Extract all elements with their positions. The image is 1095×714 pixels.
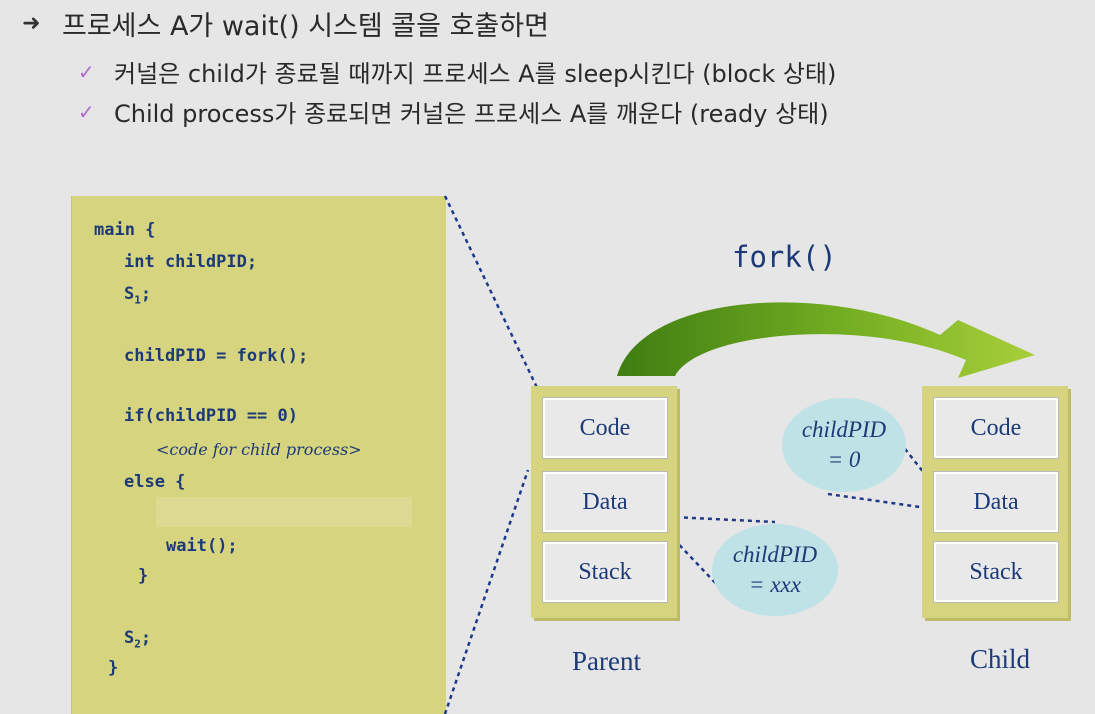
code-line-s2: S2;: [124, 628, 152, 651]
code-line-main: main {: [94, 220, 156, 240]
checkmark-icon: ✓: [78, 59, 95, 84]
code-line-child-comment: <code for child process>: [156, 440, 362, 459]
code-line-fork: childPID = fork();: [124, 346, 309, 366]
bullet-main: ➜ 프로세스 A가 wait() 시스템 콜을 호출하면: [22, 4, 549, 43]
bullet-sub-text: 커널은 child가 종료될 때까지 프로세스 A를 sleep시킨다 (blo…: [114, 60, 837, 88]
child-process: Code Data Stack: [922, 386, 1068, 618]
highlight-block: [156, 497, 412, 527]
code-line-else-close: }: [138, 566, 149, 586]
child-stack-segment: Stack: [933, 541, 1059, 603]
code-line-wait: wait();: [166, 536, 238, 556]
zoom-line-top: [443, 195, 544, 399]
parent-stack-segment: Stack: [542, 541, 668, 603]
bullet-sub-2: ✓ Child process가 종료되면 커널은 프로세스 A를 깨운다 (r…: [78, 94, 829, 129]
bullet-sub-text: Child process가 종료되면 커널은 프로세스 A를 깨운다 (rea…: [114, 100, 829, 128]
arrow-bullet-icon: ➜: [22, 11, 41, 36]
bullet-main-text: 프로세스 A가 wait() 시스템 콜을 호출하면: [62, 11, 549, 42]
zoom-line-bottom: [443, 469, 530, 714]
fork-arrow: [617, 302, 1035, 378]
code-line-decl: int childPID;: [124, 252, 258, 272]
parent-process: Code Data Stack: [531, 386, 677, 618]
parent-data-segment: Data: [542, 471, 668, 533]
parent-code-segment: Code: [542, 397, 668, 459]
code-line-if: if(childPID == 0): [124, 406, 298, 426]
code-line-else: else {: [124, 472, 186, 492]
code-panel: main { int childPID; S1; childPID = fork…: [71, 196, 446, 714]
fork-label: fork(): [732, 240, 837, 274]
bubble-var-name: childPID: [732, 542, 818, 567]
parent-childpid-bubble: childPID = xxx: [712, 524, 838, 616]
parent-label: Parent: [572, 646, 641, 676]
code-line-main-close: }: [108, 658, 119, 678]
bubble-var-value: = xxx: [749, 572, 801, 597]
bubble-var-name: childPID: [801, 417, 887, 442]
child-childpid-bubble: childPID = 0: [782, 398, 906, 492]
bullet-sub-1: ✓ 커널은 child가 종료될 때까지 프로세스 A를 sleep시킨다 (b…: [78, 54, 836, 89]
child-label: Child: [970, 644, 1031, 674]
checkmark-icon: ✓: [78, 99, 95, 124]
code-line-s1: S1;: [124, 284, 152, 307]
child-data-segment: Data: [933, 471, 1059, 533]
child-code-segment: Code: [933, 397, 1059, 459]
bubble-var-value: = 0: [827, 447, 861, 472]
